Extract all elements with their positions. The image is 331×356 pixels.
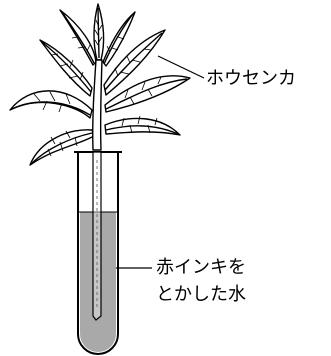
leaf <box>104 115 181 136</box>
leaf <box>104 75 191 113</box>
ink-label-line1: 赤インキを <box>156 257 246 278</box>
leaf <box>102 11 136 67</box>
stem <box>92 59 103 151</box>
ink-label-line2: とかした水 <box>156 284 246 305</box>
leaf <box>103 29 166 96</box>
leaf <box>9 90 93 119</box>
stem-in-tube <box>92 152 102 321</box>
leaf <box>59 9 97 66</box>
ink-water <box>80 212 116 352</box>
plant-leader-line <box>157 55 205 79</box>
plant <box>9 3 191 166</box>
leaf <box>39 39 93 97</box>
leaf <box>93 3 105 61</box>
leaf <box>29 129 95 166</box>
test-tube <box>74 151 122 355</box>
plant-label: ホウセンカ <box>206 68 296 89</box>
